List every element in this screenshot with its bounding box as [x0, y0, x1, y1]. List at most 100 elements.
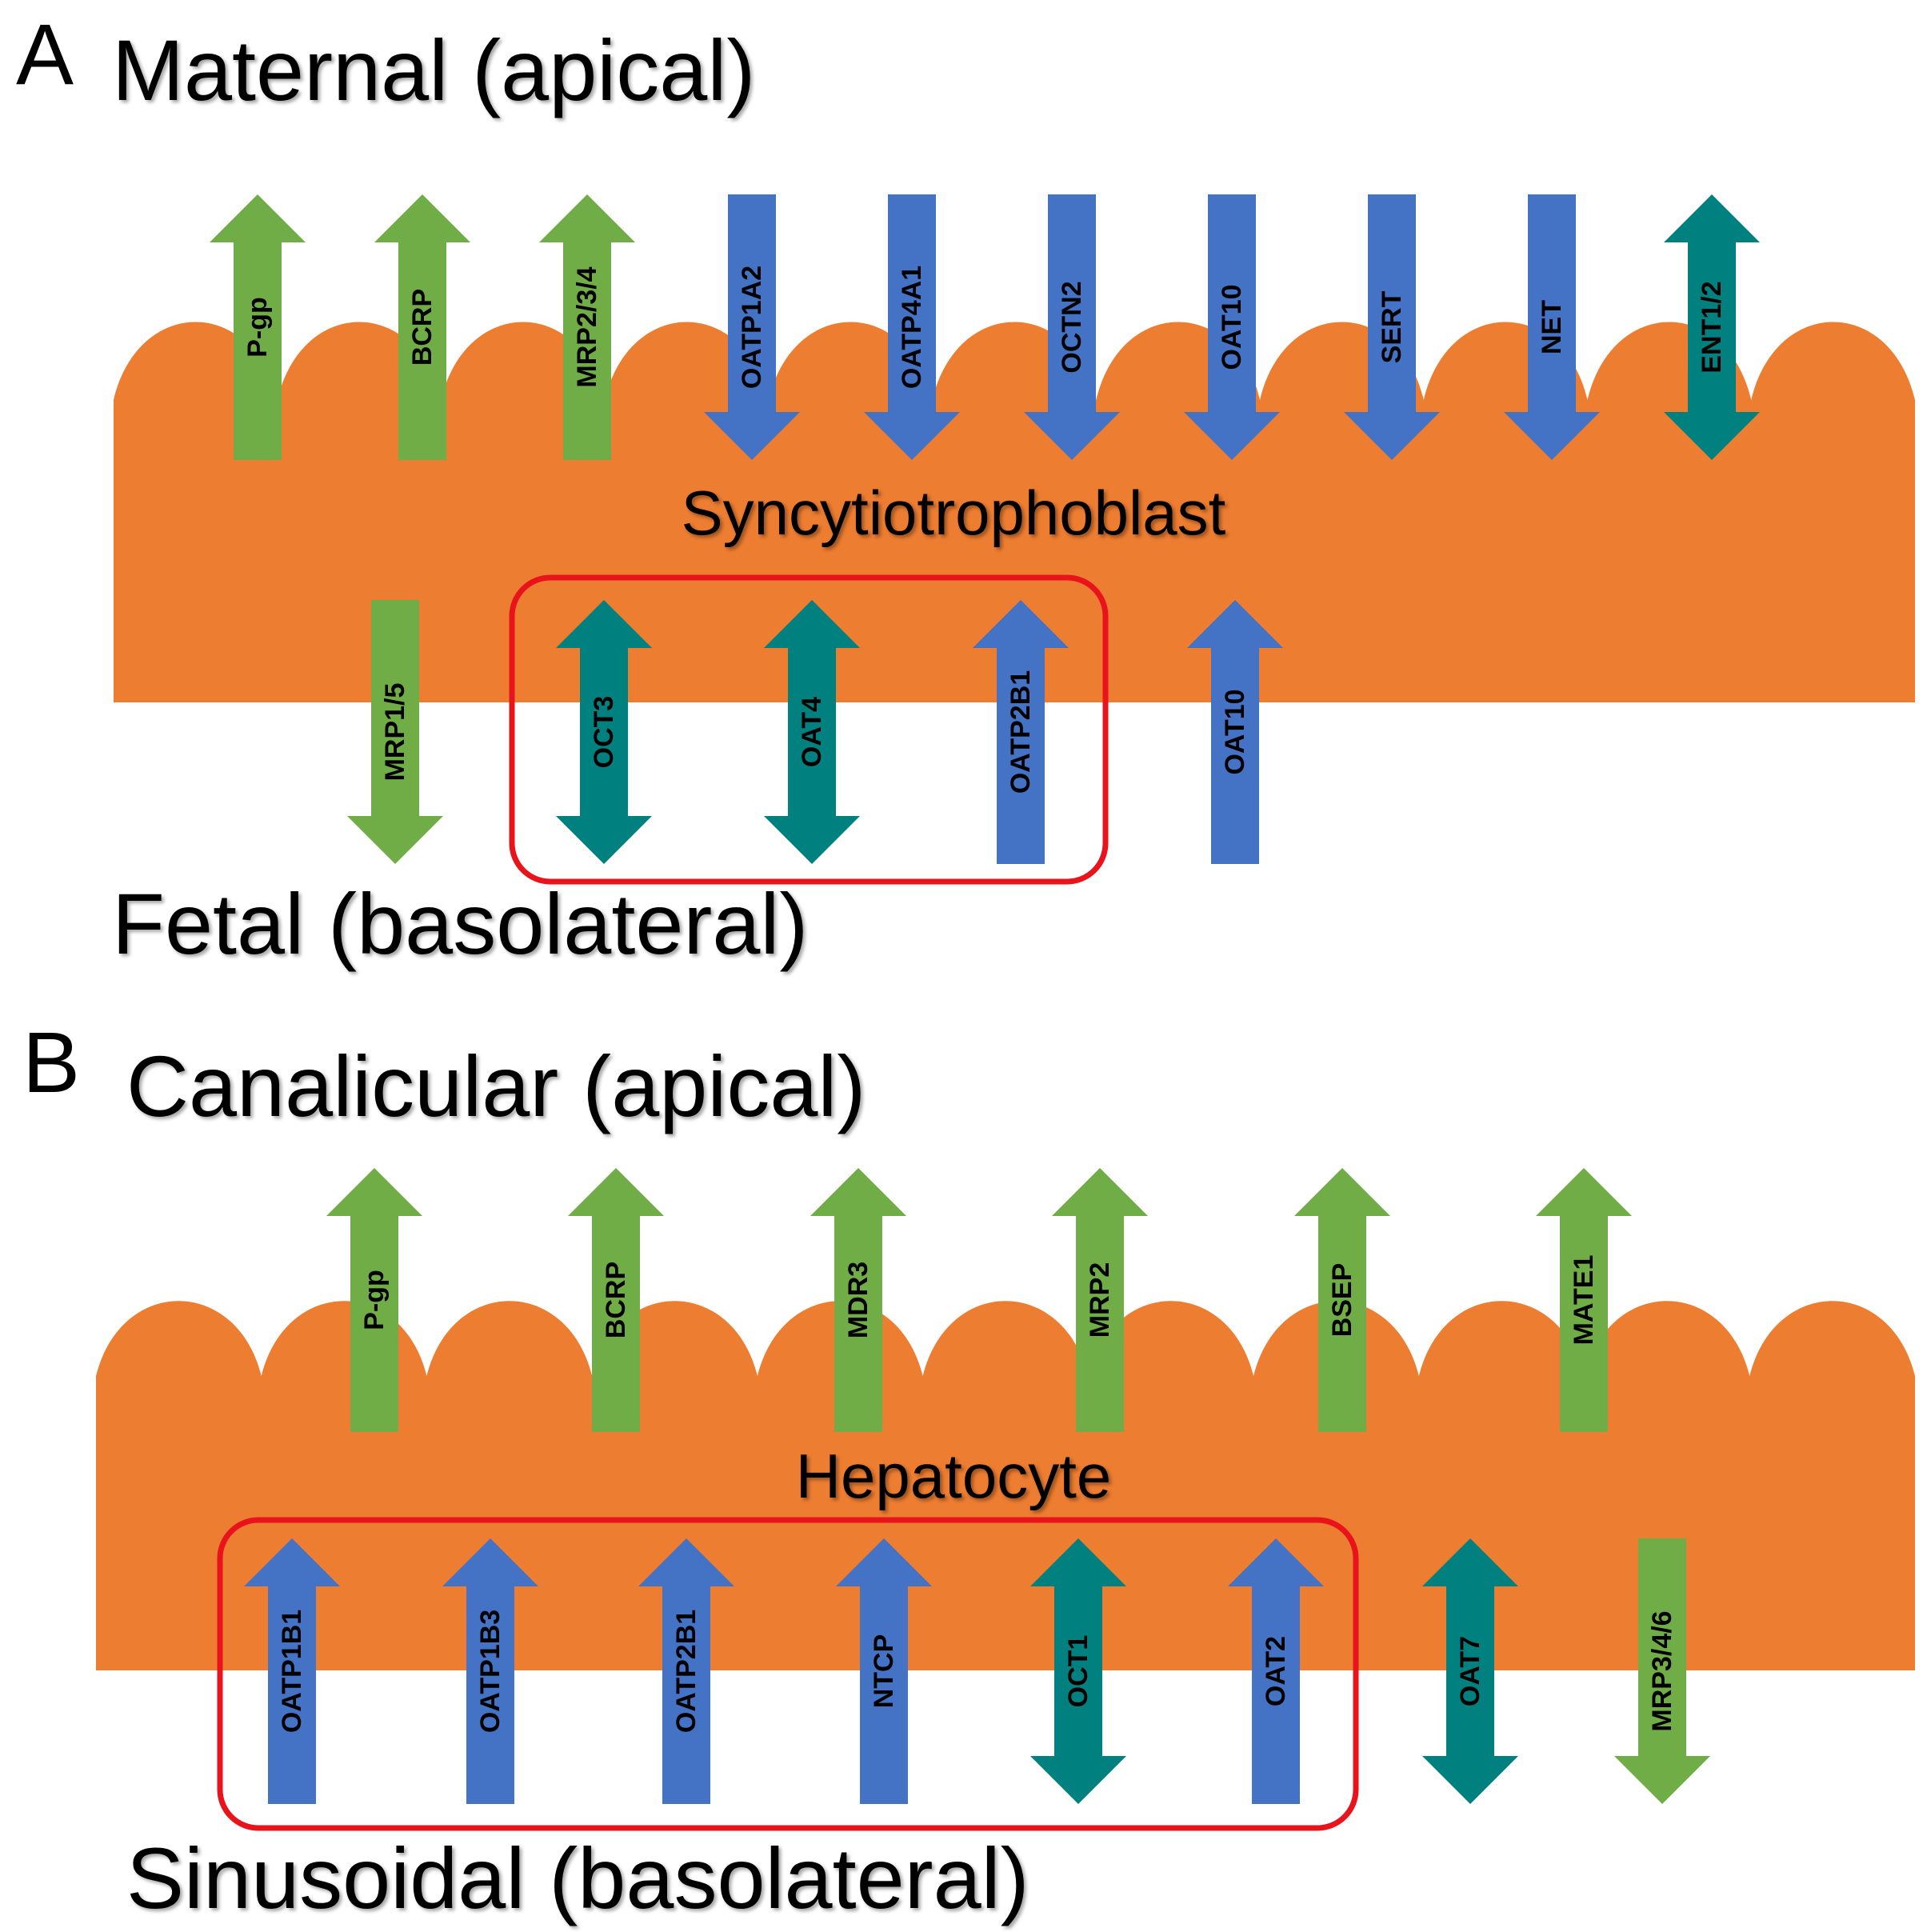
- panel-a-apical-net-transporter: NET: [1504, 194, 1600, 460]
- panel-b-basolateral-mrp3-4-6-label: MRP3/4/6: [1647, 1610, 1677, 1731]
- panel-b-basolateral-oatp1b3-transporter: OATP1B3: [442, 1538, 538, 1804]
- panel-a-apical-oatp4a1-label: OATP4A1: [897, 266, 927, 389]
- panel-a-basolateral-oat10-label: OAT10: [1220, 689, 1250, 774]
- panel-b-apical-mate1-label: MATE1: [1569, 1255, 1599, 1346]
- panel-a-apical-ent1-2-arrow-both: [1664, 194, 1760, 460]
- panel-a-apical-sert-label: SERT: [1377, 290, 1407, 363]
- panel-b-apical-mrp2-label: MRP2: [1085, 1262, 1115, 1338]
- panel-b-apical-bcrp-transporter: BCRP: [568, 1168, 664, 1432]
- panel-a-basolateral-oat10-arrow-up: [1187, 600, 1283, 864]
- panel-b-basolateral-oatp2b1-arrow-up: [638, 1538, 734, 1804]
- panel-b-sinusoidal-label: Sinusoidal (basolateral): [126, 1830, 1029, 1926]
- panel-b-basolateral-oat2-arrow-up: [1228, 1538, 1324, 1804]
- panel-a-apical-octn2-transporter: OCTN2: [1024, 194, 1120, 460]
- panel-b-apical-mrp2-arrow-up: [1052, 1168, 1148, 1432]
- panel-a-apical-octn2-arrow-down: [1024, 194, 1120, 460]
- panel-a-apical-oat10-label: OAT10: [1217, 284, 1247, 370]
- panel-a-apical-sert-arrow-down: [1344, 194, 1440, 460]
- panel-b-apical-mdr3-label: MDR3: [843, 1262, 874, 1338]
- panel-a-apical-octn2-label: OCTN2: [1057, 281, 1087, 373]
- panel-b-basolateral-oct1-label: OCT1: [1063, 1635, 1093, 1708]
- panel-a-apical-p-gp-transporter: P-gp: [210, 194, 306, 460]
- panel-b-apical-mdr3-arrow-up: [810, 1168, 906, 1432]
- panel-b-basolateral-ntcp-arrow-up: [836, 1538, 932, 1804]
- panel-a-apical-bcrp-label: BCRP: [407, 289, 438, 366]
- panel-a-basolateral-mrp1-5-arrow-down: [347, 600, 443, 864]
- panel-a-basolateral-oatp2b1-arrow-up: [973, 600, 1069, 864]
- panel-a-basolateral-oct3-label: OCT3: [589, 696, 619, 769]
- panel-b-apical-bcrp-arrow-up: [568, 1168, 664, 1432]
- panel-a-letter: A: [16, 6, 74, 102]
- panel-b-apical-bsep-label: BSEP: [1327, 1263, 1357, 1338]
- panel-a-apical-sert-transporter: SERT: [1344, 194, 1440, 460]
- panel-a-apical-oat10-arrow-down: [1184, 194, 1280, 460]
- panel-b-basolateral-oat7-transporter: OAT7: [1422, 1538, 1518, 1804]
- panel-b-apical-mdr3-transporter: MDR3: [810, 1168, 906, 1432]
- panel-a-apical-mrp2-3-4-label: MRP2/3/4: [572, 266, 602, 387]
- panel-b-basolateral-ntcp-transporter: NTCP: [836, 1538, 932, 1804]
- panel-b-apical-p-gp-arrow-up: [326, 1168, 422, 1432]
- panel-a-apical-p-gp-label: P-gp: [242, 297, 273, 358]
- panel-a-apical-bcrp-arrow-up: [374, 194, 470, 460]
- panel-b-basolateral-oatp1b3-label: OATP1B3: [475, 1610, 506, 1733]
- panel-b-basolateral-oat2-label: OAT2: [1261, 1636, 1291, 1706]
- panel-a-apical-oat10-transporter: OAT10: [1184, 194, 1280, 460]
- panel-a-basolateral-oat4-label: OAT4: [797, 697, 827, 767]
- panel-a-basolateral-mrp1-5-label: MRP1/5: [380, 683, 410, 782]
- panel-a-basolateral-oatp2b1-label: OATP2B1: [1005, 670, 1036, 794]
- panel-b-basolateral-oct1-transporter: OCT1: [1030, 1538, 1126, 1804]
- panel-b-apical-mate1-transporter: MATE1: [1536, 1168, 1632, 1432]
- panel-a-apical-net-label: NET: [1537, 300, 1567, 354]
- panel-a-apical-mrp2-3-4-transporter: MRP2/3/4: [539, 194, 635, 460]
- panel-a-fetal-label: Fetal (basolateral): [112, 875, 808, 972]
- syncytiotrophoblast-label: Syncytiotrophoblast: [682, 478, 1226, 548]
- panel-a-basolateral-oat10-transporter: OAT10: [1187, 600, 1283, 864]
- panel-b-basolateral-oatp1b1-transporter: OATP1B1: [244, 1538, 340, 1804]
- panel-b-basolateral-oat2-transporter: OAT2: [1228, 1538, 1324, 1804]
- panel-a-apical-ent1-2-transporter: ENT1/2: [1664, 194, 1760, 460]
- panel-a-apical-ent1-2-label: ENT1/2: [1697, 281, 1727, 373]
- panel-b: B Canalicular (apical) Hepatocyte P-gp BC…: [22, 1014, 1915, 1926]
- panel-b-basolateral-oatp2b1-label: OATP2B1: [671, 1610, 702, 1733]
- panel-b-basolateral-mrp3-4-6-transporter: MRP3/4/6: [1614, 1538, 1710, 1804]
- panel-b-basolateral-oat7-label: OAT7: [1455, 1636, 1485, 1706]
- panel-a-apical-oatp1a2-arrow-down: [704, 194, 800, 460]
- panel-b-basolateral-oatp1b1-arrow-up: [244, 1538, 340, 1804]
- panel-a-apical-bcrp-transporter: BCRP: [374, 194, 470, 460]
- panel-a: A Maternal (apical) Syncytiotrophoblast …: [16, 6, 1915, 972]
- panel-a-basolateral-oatp2b1-transporter: OATP2B1: [973, 600, 1069, 864]
- panel-b-apical-p-gp-transporter: P-gp: [326, 1168, 422, 1432]
- panel-a-apical-net-arrow-down: [1504, 194, 1600, 460]
- panel-b-canalicular-label: Canalicular (apical): [126, 1038, 866, 1134]
- panel-b-basolateral-mrp3-4-6-arrow-down: [1614, 1538, 1710, 1804]
- panel-a-basolateral-oat4-transporter: OAT4: [764, 600, 860, 864]
- panel-a-basolateral-mrp1-5-transporter: MRP1/5: [347, 600, 443, 864]
- panel-b-basolateral-oatp1b1-label: OATP1B1: [277, 1610, 307, 1733]
- panel-a-apical-oatp4a1-arrow-down: [864, 194, 960, 460]
- hepatocyte-label: Hepatocyte: [796, 1441, 1112, 1511]
- panel-b-apical-mrp2-transporter: MRP2: [1052, 1168, 1148, 1432]
- panel-a-basolateral-oct3-arrow-both: [556, 600, 652, 864]
- panel-a-apical-oatp1a2-label: OATP1A2: [737, 266, 767, 389]
- panel-b-apical-bcrp-label: BCRP: [601, 1262, 631, 1338]
- panel-b-basolateral-oatp2b1-transporter: OATP2B1: [638, 1538, 734, 1804]
- panel-b-basolateral-oct1-arrow-both: [1030, 1538, 1126, 1804]
- panel-a-apical-oatp1a2-transporter: OATP1A2: [704, 194, 800, 460]
- panel-b-letter: B: [22, 1014, 80, 1110]
- panel-a-highlight-box: [509, 574, 1109, 885]
- panel-a-basolateral-oat4-arrow-both: [764, 600, 860, 864]
- panel-b-apical-bsep-arrow-up: [1294, 1168, 1390, 1432]
- panel-b-apical-bsep-transporter: BSEP: [1294, 1168, 1390, 1432]
- panel-a-apical-mrp2-3-4-arrow-up: [539, 194, 635, 460]
- panel-b-apical-mate1-arrow-up: [1536, 1168, 1632, 1432]
- panel-b-basolateral-oat7-arrow-both: [1422, 1538, 1518, 1804]
- panel-b-apical-p-gp-label: P-gp: [359, 1270, 390, 1330]
- panel-b-basolateral-oatp1b3-arrow-up: [442, 1538, 538, 1804]
- panel-b-highlight-box: [217, 1517, 1359, 1831]
- panel-a-apical-p-gp-arrow-up: [210, 194, 306, 460]
- panel-b-basolateral-ntcp-label: NTCP: [869, 1634, 899, 1709]
- panel-a-basolateral-oct3-transporter: OCT3: [556, 600, 652, 864]
